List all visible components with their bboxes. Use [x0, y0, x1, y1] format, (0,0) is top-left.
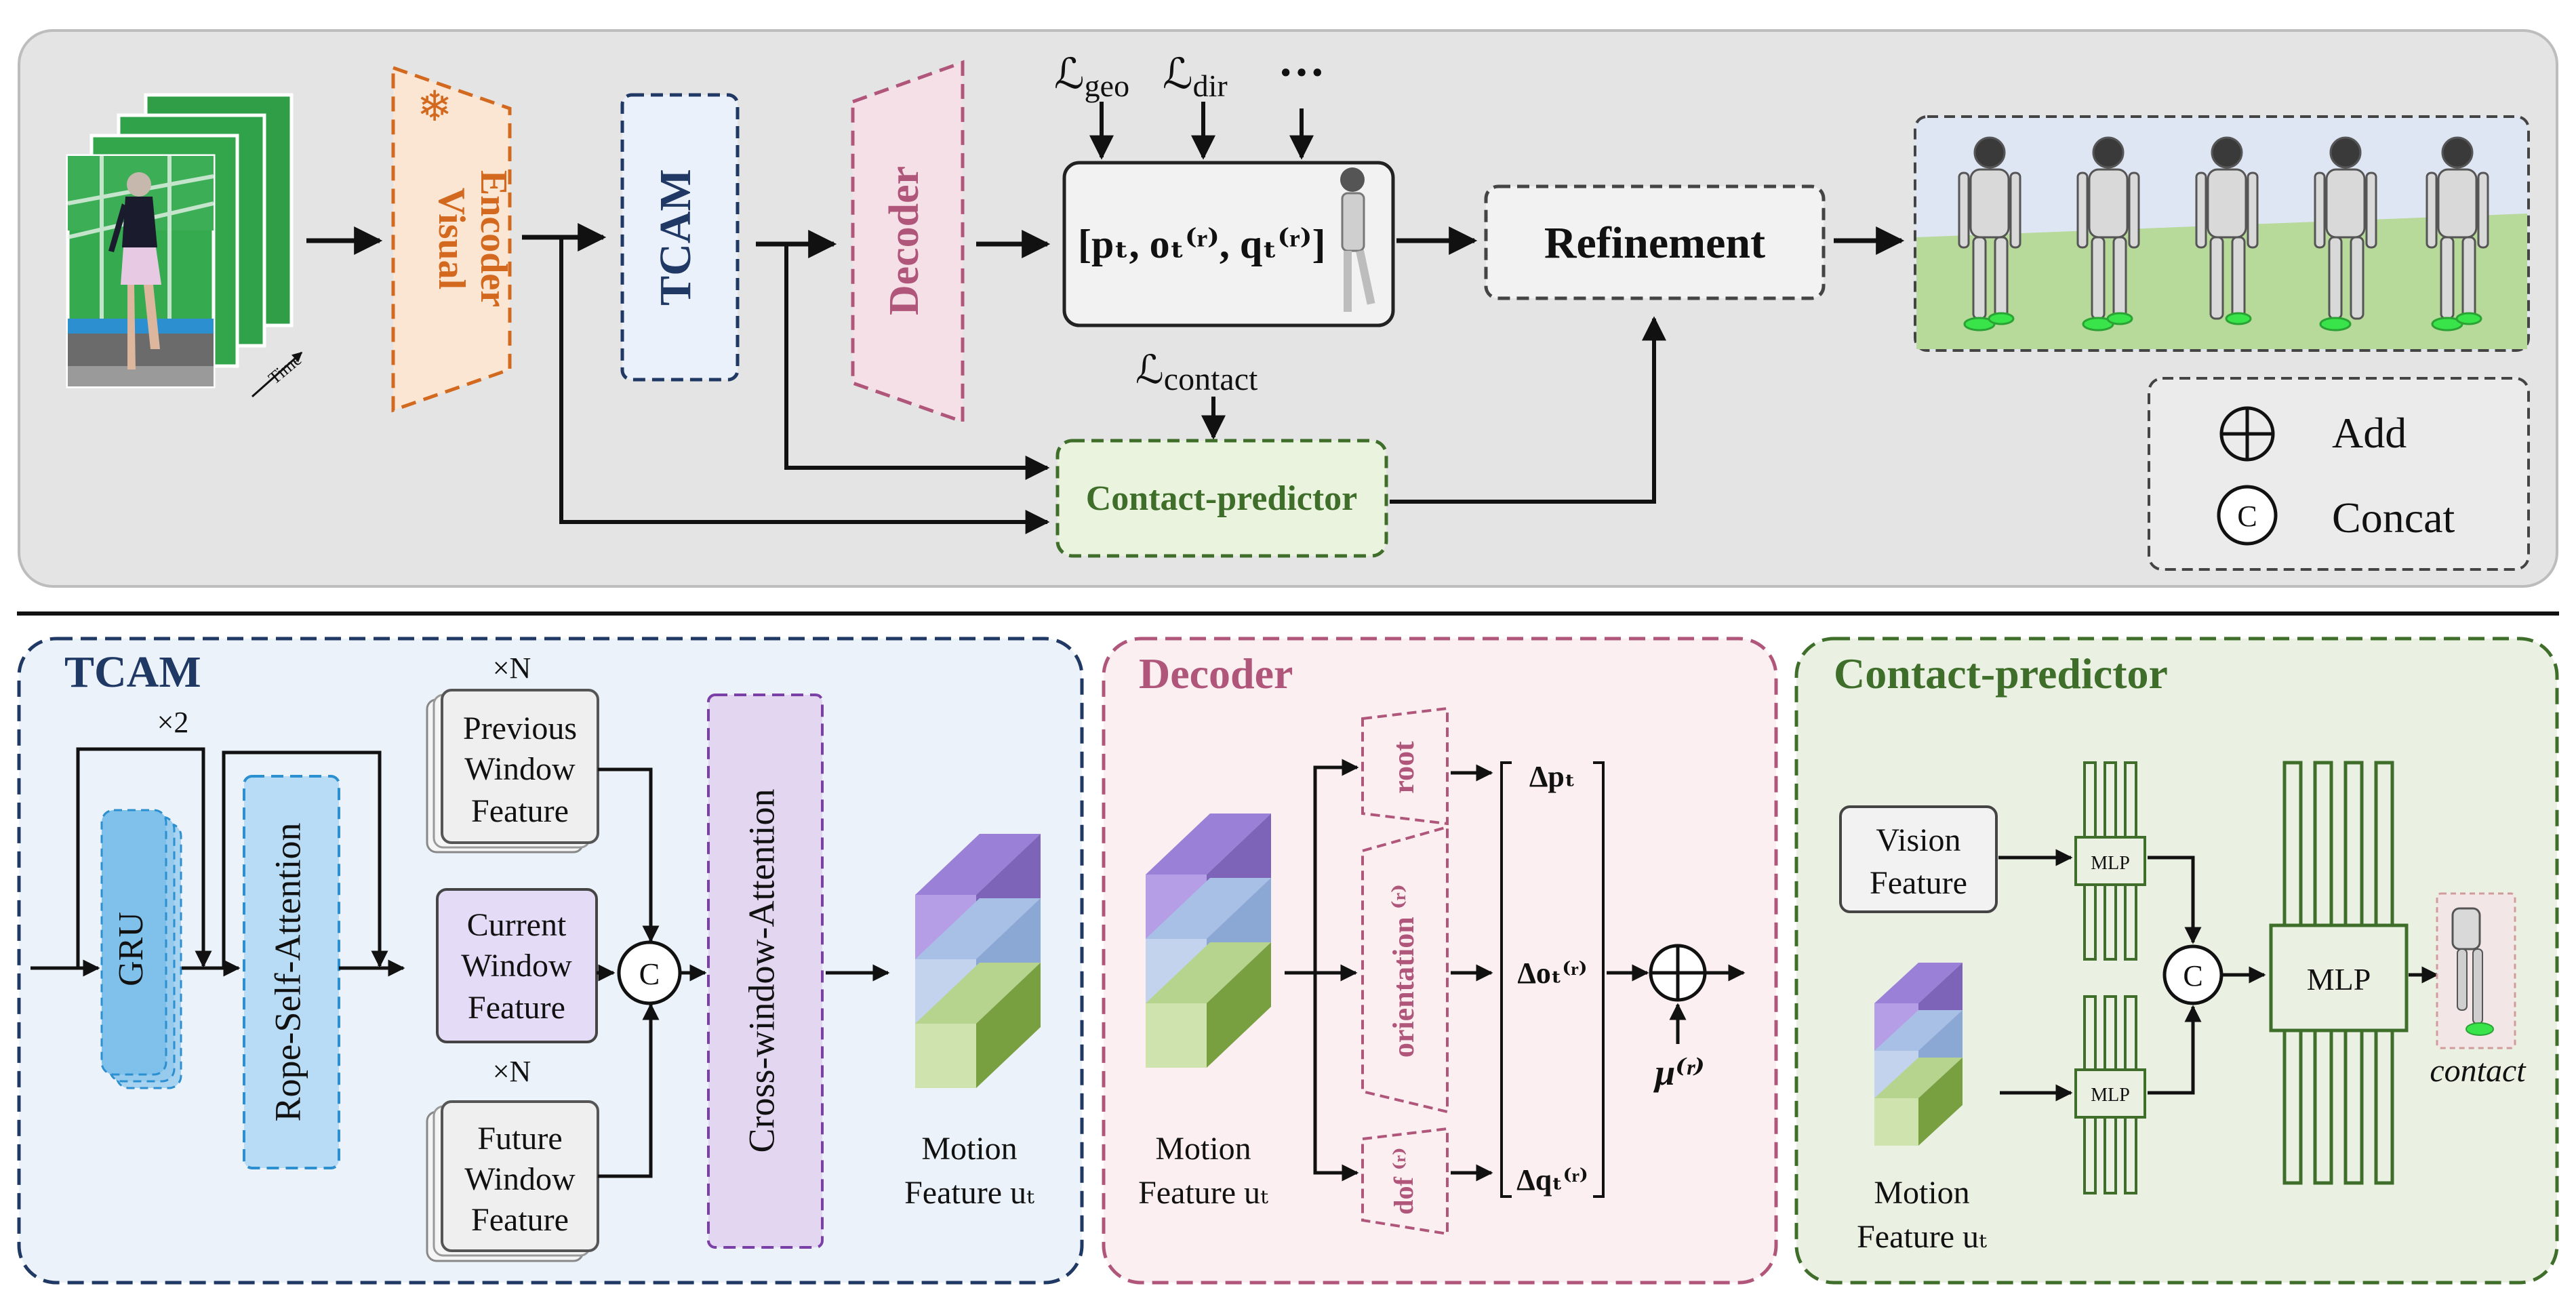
svg-text:Future: Future	[477, 1121, 562, 1157]
svg-text:orientation ⁽ʳ⁾: orientation ⁽ʳ⁾	[1387, 884, 1420, 1058]
add-symbol-icon	[2219, 406, 2275, 462]
svg-text:Feature: Feature	[468, 990, 565, 1026]
times-n-top-label: ×N	[493, 651, 531, 685]
concat-symbol-icon: C	[2217, 485, 2278, 546]
mlp-small-top	[2074, 761, 2146, 961]
add-icon	[1649, 944, 1707, 1002]
output-robots-panel	[1914, 115, 2530, 352]
mlp-small-bottom-label: MLP	[2091, 1085, 2130, 1106]
contact-predictor-box: Contact-predictor	[1055, 439, 1388, 558]
svg-text:Window: Window	[464, 1161, 576, 1197]
legend-add-label: Add	[2332, 409, 2407, 457]
svg-text:Feature: Feature	[471, 793, 569, 829]
contact-motion-label-2: Feature uₜ	[1857, 1219, 1987, 1255]
visual-encoder-label-2: Encoder	[472, 170, 515, 307]
svg-text:C: C	[2237, 500, 2257, 533]
motion-feature-cubes	[915, 834, 1041, 1088]
contact-output-label: contact	[2430, 1053, 2527, 1089]
decoder-motion-cubes	[1146, 814, 1271, 1068]
refinement-box: Refinement	[1484, 184, 1826, 300]
rope-label: Rope-Self-Attention	[267, 823, 308, 1122]
loss-contact: ℒcontact	[1135, 348, 1258, 440]
svg-text:Feature: Feature	[1870, 865, 1967, 901]
contact-panel: Contact-predictor Vision Feature MLP Mot…	[1794, 637, 2559, 1285]
future-window-box: Future Window Feature	[426, 1100, 599, 1262]
gru-label: GRU	[112, 912, 150, 986]
visual-encoder: ❄ Visual Encoder	[391, 65, 515, 413]
contact-predictor-label: Contact-predictor	[1086, 479, 1358, 518]
mlp-big	[2269, 761, 2409, 1185]
loss-dir: ℒdir	[1163, 52, 1228, 160]
output-vector-text: [pₜ, oₜ⁽ʳ⁾, qₜ⁽ʳ⁾]	[1078, 222, 1325, 266]
tcam-panel: TCAM ×2 GRU Rope-Self-Attention ×N Previ…	[17, 637, 1084, 1285]
contact-motion-cubes	[1874, 963, 1963, 1146]
decoder-motion-label-1: Motion	[1155, 1131, 1251, 1167]
mlp-small-top-label: MLP	[2091, 853, 2130, 874]
delta-o-label: Δoₜ⁽ʳ⁾	[1517, 957, 1587, 990]
times-two-label: ×2	[157, 706, 189, 739]
rope-self-attention-block: Rope-Self-Attention	[243, 775, 340, 1169]
refinement-label: Refinement	[1544, 218, 1765, 268]
delta-p-label: Δpₜ	[1529, 760, 1575, 793]
tcam-motion-label-2: Feature uₜ	[904, 1175, 1034, 1211]
current-window-box: Current Window Feature	[436, 888, 598, 1043]
loss-geo: ℒgeo	[1054, 52, 1129, 160]
contact-motion-label-1: Motion	[1874, 1175, 1969, 1211]
svg-text:Previous: Previous	[463, 710, 577, 746]
output-vector-box: [pₜ, oₜ⁽ʳ⁾, qₜ⁽ʳ⁾]	[1062, 161, 1395, 327]
tcam-motion-label-1: Motion	[921, 1131, 1017, 1167]
svg-text:C: C	[2183, 959, 2202, 992]
svg-text:ℒdir: ℒdir	[1163, 52, 1228, 103]
robot-icon	[1340, 167, 1375, 312]
svg-text:C: C	[639, 957, 660, 991]
decoder-panel: Decoder Motion Feature uₜ root orientati…	[1102, 637, 1778, 1285]
svg-text:ℒgeo: ℒgeo	[1054, 52, 1129, 103]
vision-feature-box: Vision Feature	[1839, 805, 1998, 913]
svg-text:ℒcontact: ℒcontact	[1135, 348, 1258, 397]
tcam-block: TCAM	[620, 93, 740, 382]
mlp-big-label: MLP	[2307, 962, 2371, 997]
decoder-panel-title: Decoder	[1139, 649, 1293, 698]
times-n-bottom-label: ×N	[493, 1055, 531, 1088]
input-video-frames	[66, 93, 294, 388]
svg-text:Feature: Feature	[471, 1202, 569, 1238]
decoder-block: Decoder	[851, 60, 965, 424]
svg-text:Window: Window	[461, 948, 572, 984]
cross-window-label: Cross-window-Attention	[741, 789, 782, 1153]
mlp-small-bottom	[2074, 995, 2146, 1194]
root-head: root	[1361, 706, 1449, 826]
contact-panel-title: Contact-predictor	[1834, 649, 2168, 698]
gru-block: GRU	[100, 809, 182, 1089]
orientation-head: orientation ⁽ʳ⁾	[1361, 825, 1449, 1114]
svg-text:root: root	[1387, 741, 1420, 794]
legend: Add C Concat	[2148, 377, 2530, 571]
visual-encoder-label-1: Visual	[430, 188, 472, 289]
loss-more: ···	[1278, 47, 1325, 160]
svg-text:Window: Window	[464, 751, 576, 787]
cross-window-attention-block: Cross-window-Attention	[707, 694, 824, 1249]
delta-q-label: Δqₜ⁽ʳ⁾	[1516, 1163, 1588, 1197]
contact-concat-icon: C	[2162, 944, 2223, 1005]
decoder-block-label: Decoder	[881, 166, 927, 315]
svg-text:dof ⁽ʳ⁾: dof ⁽ʳ⁾	[1388, 1147, 1419, 1215]
tcam-panel-title: TCAM	[64, 647, 201, 697]
svg-text:···: ···	[1278, 47, 1325, 99]
tcam-block-label: TCAM	[651, 169, 700, 306]
snowflake-icon: ❄	[417, 81, 452, 131]
legend-concat-label: Concat	[2332, 494, 2455, 542]
decoder-motion-label-2: Feature uₜ	[1138, 1175, 1268, 1211]
concat-icon: C	[617, 940, 682, 1005]
svg-text:Vision: Vision	[1876, 822, 1960, 858]
svg-text:Current: Current	[467, 907, 567, 943]
previous-window-box: Previous Window Feature	[426, 689, 599, 854]
contact-output-icon	[2436, 892, 2516, 1049]
mu-label: μ⁽ʳ⁾	[1653, 1052, 1705, 1093]
dof-head: dof ⁽ʳ⁾	[1361, 1127, 1449, 1236]
